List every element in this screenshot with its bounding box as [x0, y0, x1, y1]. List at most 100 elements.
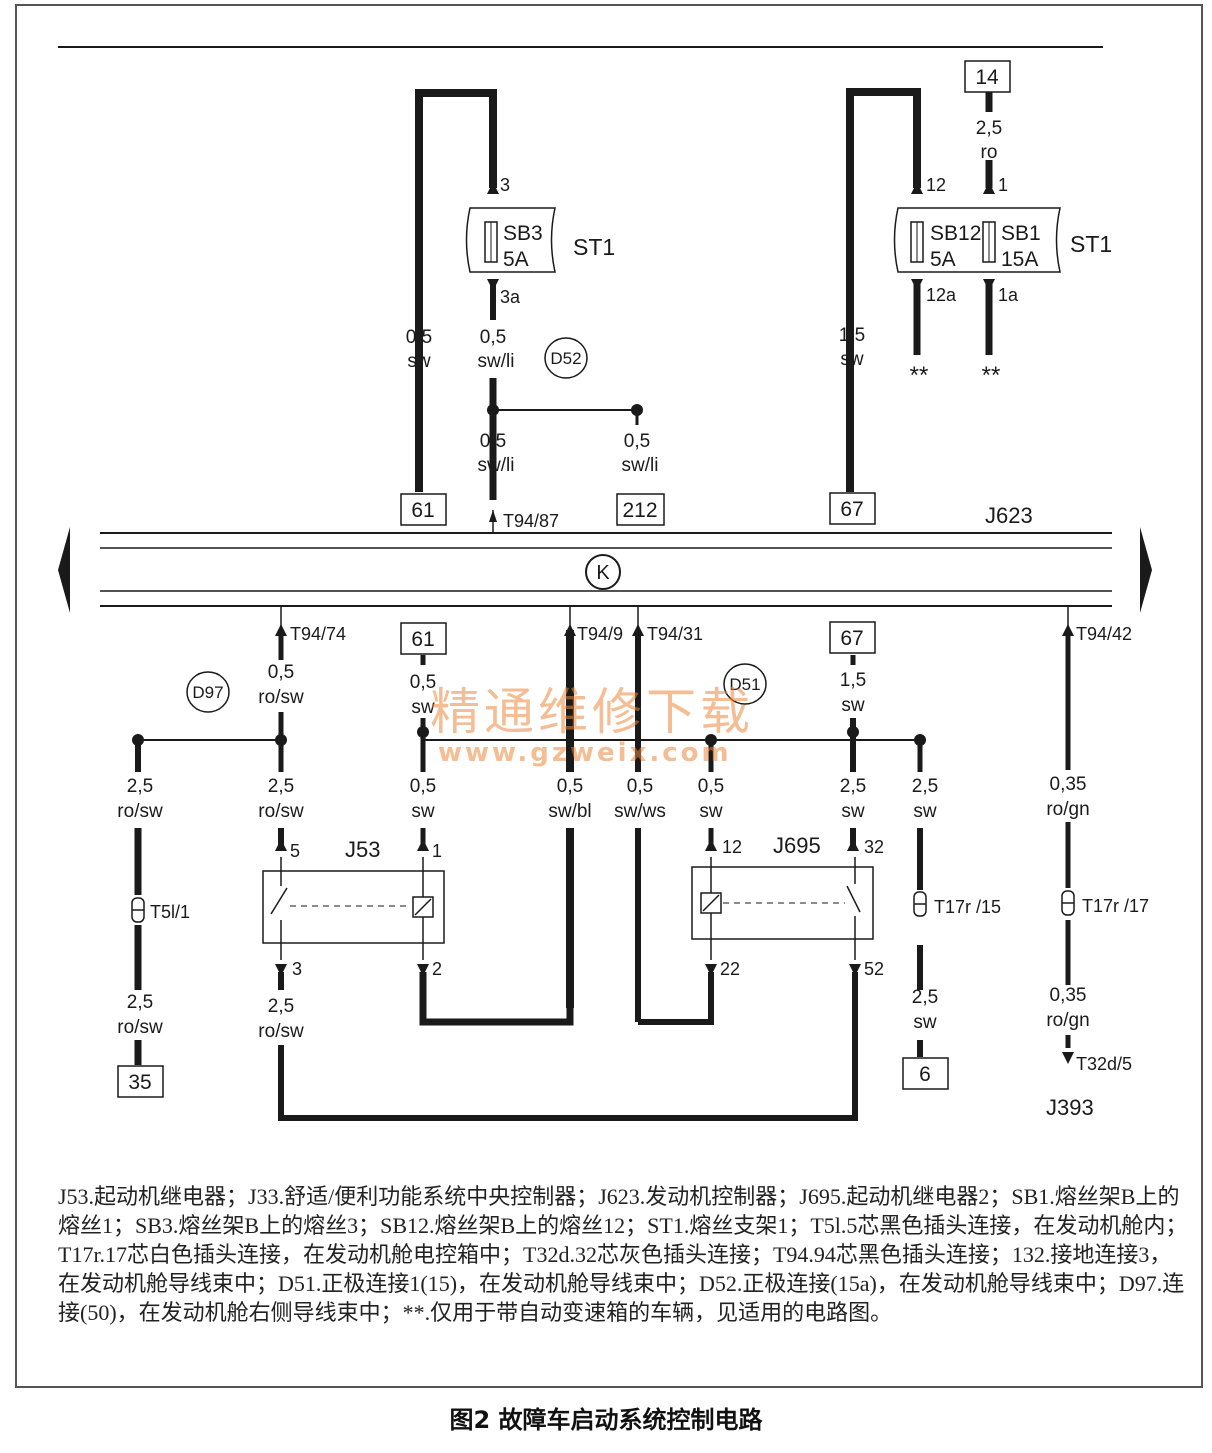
wire-color: sw/ws [614, 801, 666, 822]
wire-color: ro/sw [258, 687, 304, 708]
wire-color: sw [407, 351, 431, 372]
pin-t94-9: T94/9 [577, 624, 623, 644]
pin-j53-3: 3 [292, 959, 302, 979]
pin-t94-74: T94/74 [290, 624, 346, 644]
diagram-frame [15, 4, 1203, 1388]
box-67-bottom: 67 [840, 627, 863, 650]
pin-12: 12 [926, 175, 946, 195]
wire-color: sw [699, 801, 723, 822]
stars-right: ** [982, 362, 1001, 389]
wire-size: 2,5 [127, 776, 153, 797]
pin-t94-42: T94/42 [1076, 624, 1132, 644]
wire-size: 2,5 [268, 996, 294, 1017]
wire-size: 1,5 [840, 670, 866, 691]
connector-t5l1: T5l/1 [150, 902, 190, 922]
fuse-sb1-rating: 15A [1001, 248, 1038, 271]
wire-color: ro/sw [258, 1021, 304, 1042]
pin-12a: 12a [926, 285, 957, 305]
wire-color: sw/li [478, 351, 515, 372]
wire-color: ro/sw [117, 1017, 163, 1038]
wire-color: sw [841, 801, 865, 822]
fuse-sb3-rating: 5A [503, 248, 529, 271]
junction-dot [487, 404, 499, 416]
pin-j53-5: 5 [290, 841, 300, 861]
watermark-url: www.gzweix.com [438, 738, 732, 768]
fuse-holder-sb12-sb1 [893, 207, 1061, 273]
inline-connectors [131, 890, 1075, 923]
fuse-sb1: SB1 [1001, 222, 1041, 245]
d51-label: D51 [729, 675, 760, 694]
wire-color: ro/sw [117, 801, 163, 822]
box-frame [829, 621, 876, 654]
box-frame [400, 622, 447, 655]
wire-color: ro/gn [1046, 1010, 1089, 1031]
wire-size: 2,5 [268, 776, 294, 797]
fuse-sb12: SB12 [930, 222, 981, 245]
box-frame [902, 1057, 949, 1090]
continuation-arrow-left [58, 527, 70, 613]
wire-size: 0,5 [410, 672, 436, 693]
wire-color: ro/gn [1046, 799, 1089, 820]
wire-size: 0,5 [480, 431, 506, 452]
wire-color: sw/li [478, 455, 515, 476]
fuse-sb12-rating: 5A [930, 248, 956, 271]
wire-size: 2,5 [912, 987, 938, 1008]
box-frame [616, 493, 665, 526]
box-35: 35 [128, 1071, 151, 1094]
wire-size: 2,5 [976, 118, 1002, 139]
wire-size: 2,5 [840, 776, 866, 797]
fuse-sb3: SB3 [503, 222, 543, 245]
j623-label: J623 [985, 503, 1033, 528]
box-14: 14 [975, 66, 999, 89]
wire-color: sw [411, 697, 435, 718]
wire-color: sw [913, 801, 937, 822]
lower-arrows [275, 624, 1074, 1064]
wire-size: 0,5 [698, 776, 724, 797]
st1-label-left: ST1 [573, 234, 615, 260]
pin-j695-22: 22 [720, 959, 740, 979]
figure-caption: 图2 故障车启动系统控制电路 [449, 1406, 763, 1434]
box-67-top: 67 [840, 498, 863, 521]
wire-size: 0,35 [1050, 774, 1087, 795]
stars-left: ** [910, 362, 929, 389]
fuse-holder-sb3 [465, 207, 556, 273]
pin-1: 1 [998, 175, 1008, 195]
continuation-arrow-right [1140, 527, 1152, 613]
wire-color: sw [913, 1012, 937, 1033]
legend-text: J53.起动机继电器；J33.舒适/便利功能系统中央控制器；J623.发动机控制… [58, 1184, 1188, 1325]
pin-j695-12: 12 [722, 837, 742, 857]
box-61-top: 61 [411, 499, 434, 522]
pin-j53-1: 1 [432, 841, 442, 861]
wire-color: sw/bl [548, 801, 591, 822]
box-6: 6 [919, 1063, 931, 1086]
box-212: 212 [622, 499, 657, 522]
pin-j695-52: 52 [864, 959, 884, 979]
wire-size: 0,5 [406, 327, 432, 348]
wire-size: 2,5 [912, 776, 938, 797]
connector-t17r15: T17r /15 [934, 897, 1001, 917]
box-frame [964, 60, 1011, 93]
j695-relay-box [691, 857, 874, 960]
pin-1a: 1a [998, 285, 1019, 305]
j695-label: J695 [773, 833, 821, 858]
wire-size: 1,5 [839, 325, 865, 346]
wire-size: 0,5 [627, 776, 653, 797]
connector-t17r17: T17r /17 [1082, 896, 1149, 916]
wire-size: 0,5 [410, 776, 436, 797]
wire-size: 0,5 [268, 662, 294, 683]
wire-color: sw/li [622, 455, 659, 476]
wire-color: ro [981, 142, 998, 163]
wire-size: 0,5 [624, 431, 650, 452]
j53-label: J53 [345, 837, 380, 862]
wire-color: sw [841, 695, 865, 716]
wire-color: sw [411, 801, 435, 822]
junction-dot [631, 404, 643, 416]
box-frame [829, 492, 876, 525]
pin-j695-32: 32 [864, 837, 884, 857]
j393-label: J393 [1046, 1095, 1094, 1120]
wire-size: 0,35 [1050, 985, 1087, 1006]
pin-t94-31: T94/31 [647, 624, 703, 644]
st1-label-right: ST1 [1070, 231, 1112, 257]
watermark-text: 精通维修下载 [430, 683, 754, 741]
wire-color: sw [840, 349, 864, 370]
